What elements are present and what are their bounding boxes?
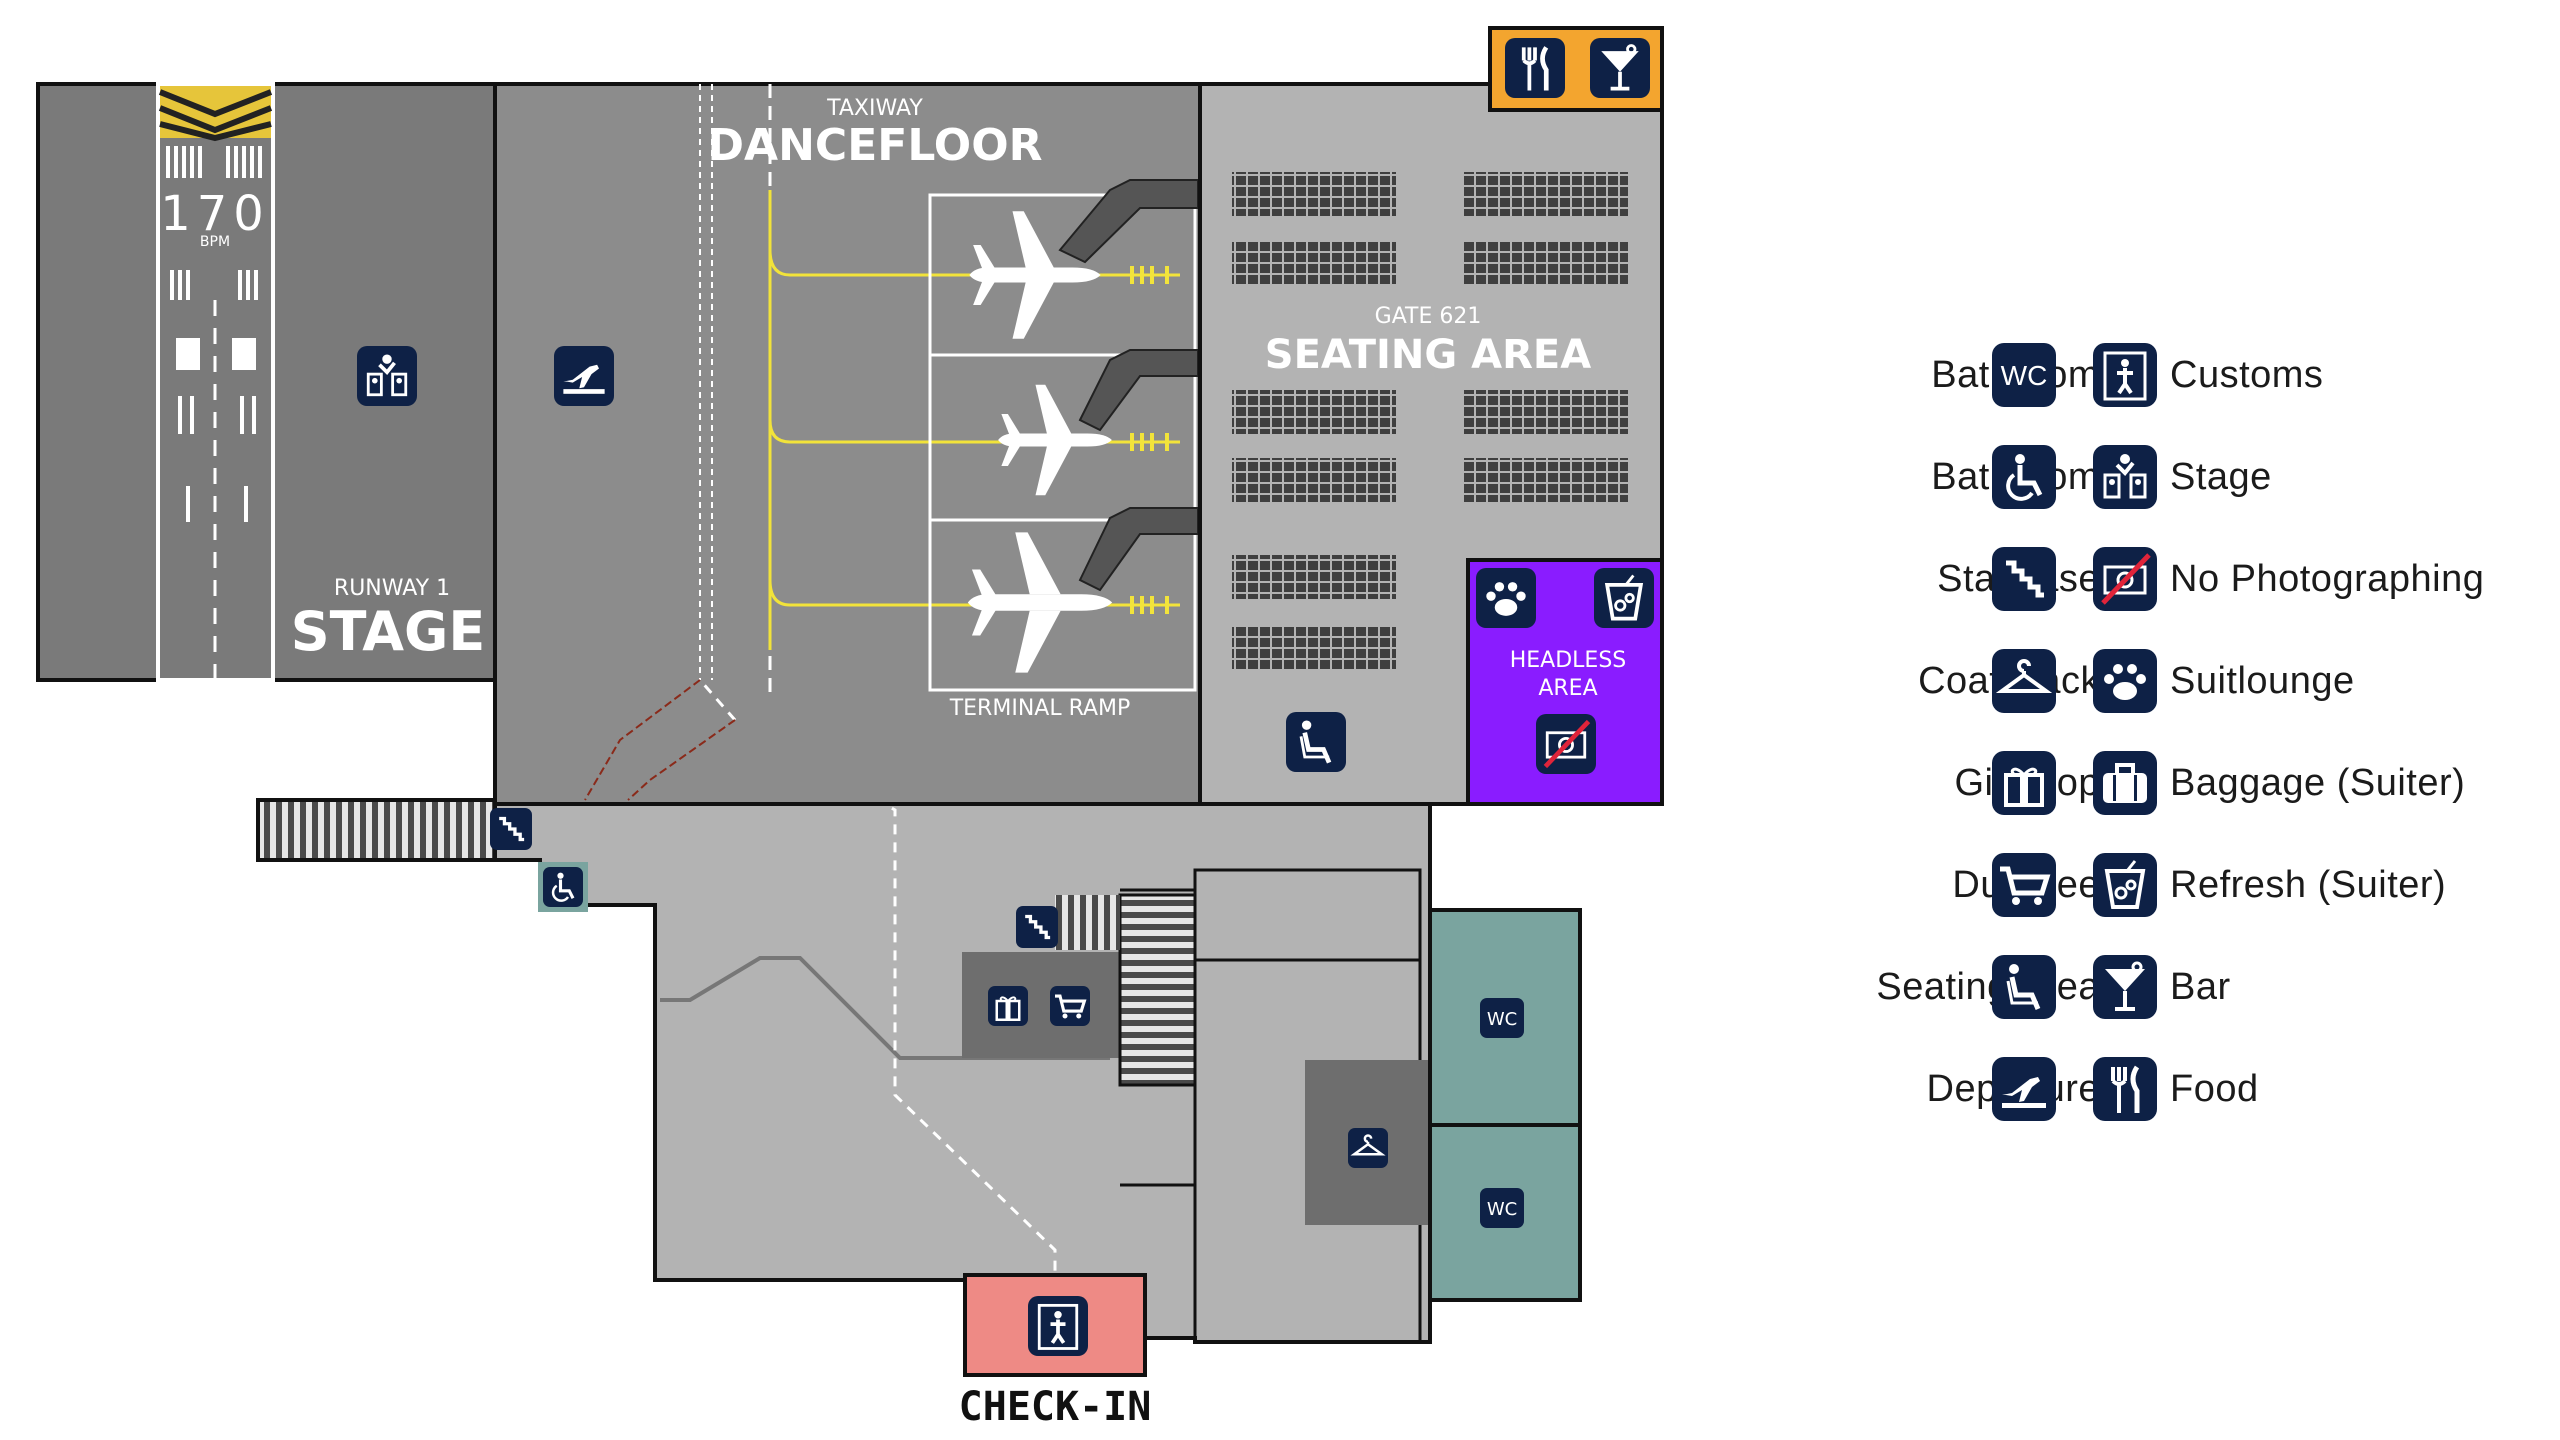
bpm-number: 170: [160, 186, 270, 242]
legend-label: Stage: [2170, 455, 2272, 498]
paw-icon: [2093, 649, 2157, 713]
seating-area-label: SEATING AREA: [1265, 332, 1591, 378]
cocktail-icon: [2093, 955, 2157, 1019]
legend-label: Suitlounge: [2170, 659, 2355, 702]
departure-icon: [1992, 1057, 2056, 1121]
seat-rows: [1232, 172, 1628, 669]
airport-floor-map: WC: [36, 26, 1664, 1430]
runway-label: RUNWAY 1: [334, 576, 450, 601]
cart-icon: [1992, 853, 2056, 917]
runway-chevrons: [158, 86, 273, 142]
baggage-icon: [2093, 751, 2157, 815]
gift-icon: [1992, 751, 2056, 815]
gate-boxes: [928, 193, 1197, 692]
legend-item: Seating Area: [1876, 952, 2100, 1022]
left-staircase: [256, 798, 497, 862]
dancefloor-label: DANCEFLOOR: [708, 120, 1043, 171]
taxiway-label: TAXIWAY: [826, 96, 923, 121]
gate-label: GATE 621: [1375, 304, 1482, 329]
bpm-unit: BPM: [200, 234, 230, 250]
legend-label: Food: [2170, 1067, 2259, 1110]
refresh-icon: [2093, 853, 2157, 917]
fork-knife-icon: [2093, 1057, 2157, 1121]
no-camera-icon: [2093, 547, 2157, 611]
headless-label-2: AREA: [1538, 676, 1597, 701]
stage-icon: [2093, 445, 2157, 509]
inner-staircase: [1118, 893, 1197, 1087]
legend: BathroomBathroomStaircaseCoat RackGiftsh…: [1700, 340, 2520, 1140]
corridor-line: [660, 956, 1110, 1060]
legend-label: Seating Area: [1876, 965, 2100, 1008]
legend-label: Bar: [2170, 965, 2231, 1008]
legend-label: No Photographing: [2170, 557, 2485, 600]
checkin-label: CHECK-IN: [959, 1384, 1152, 1430]
shop-block: [962, 952, 1120, 1058]
hanger-icon: [1992, 649, 2056, 713]
threshold-marks: [166, 146, 262, 522]
staircase-icon: [1992, 547, 2056, 611]
legend-item: Stage: [2170, 442, 2272, 512]
wc-label: WC: [1487, 1199, 1517, 1220]
legend-item: Customs: [2170, 340, 2323, 410]
stage-label: STAGE: [291, 600, 486, 663]
wc-icon: [1992, 343, 2056, 407]
legend-label: Baggage (Suiter): [2170, 761, 2466, 804]
headless-label-1: HEADLESS: [1510, 648, 1627, 673]
terminal-ramp-label: TERMINAL RAMP: [949, 696, 1131, 721]
legend-item: Refresh (Suiter): [2170, 850, 2446, 920]
legend-label: Customs: [2170, 353, 2324, 396]
taxi-lines: [768, 190, 1180, 650]
legend-item: Suitlounge: [2170, 646, 2355, 716]
wheelchair-icon: [1992, 445, 2056, 509]
wc-label: WC: [1487, 1009, 1517, 1030]
legend-item: No Photographing: [2170, 544, 2484, 614]
legend-item: Baggage (Suiter): [2170, 748, 2465, 818]
seat-icon: [1992, 955, 2056, 1019]
legend-label: Refresh (Suiter): [2170, 863, 2447, 906]
customs-icon: [2093, 343, 2157, 407]
map-icons: WC WC: [357, 38, 1654, 1356]
legend-item: Food: [2170, 1054, 2259, 1124]
legend-item: Bar: [2170, 952, 2231, 1022]
